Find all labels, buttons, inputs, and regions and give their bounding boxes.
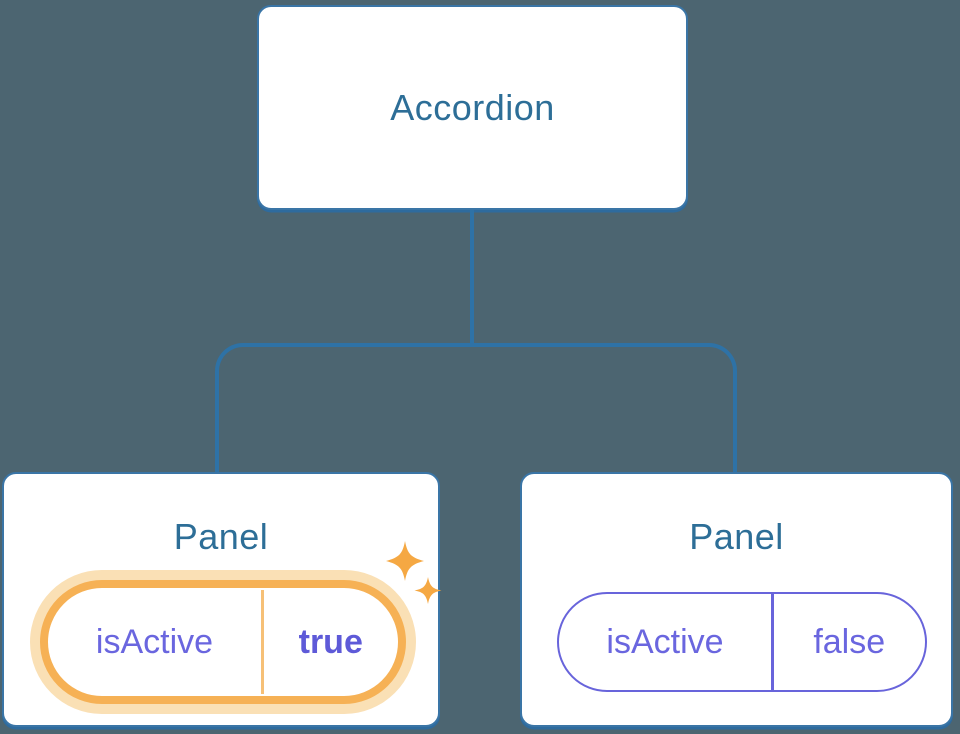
pill-divider [261, 590, 264, 694]
state-name: isActive [606, 622, 724, 661]
state-name: isActive [95, 622, 214, 661]
panel-node-active: Panel isActive true [2, 472, 440, 727]
state-value: false [813, 622, 886, 661]
state-pill-inactive: isActive false [557, 592, 927, 692]
accordion-node: Accordion [257, 5, 688, 210]
panel-node-label: Panel [173, 516, 269, 557]
accordion-node-label: Accordion [390, 86, 555, 128]
connector-stem [470, 210, 474, 346]
state-pill-active: isActive true [40, 580, 406, 704]
state-value: true [298, 622, 363, 661]
pill-divider [771, 594, 774, 690]
panel-node-inactive: Panel isActive false [520, 472, 953, 727]
panel-node-label: Panel [689, 516, 784, 557]
connector-branch [215, 343, 737, 472]
